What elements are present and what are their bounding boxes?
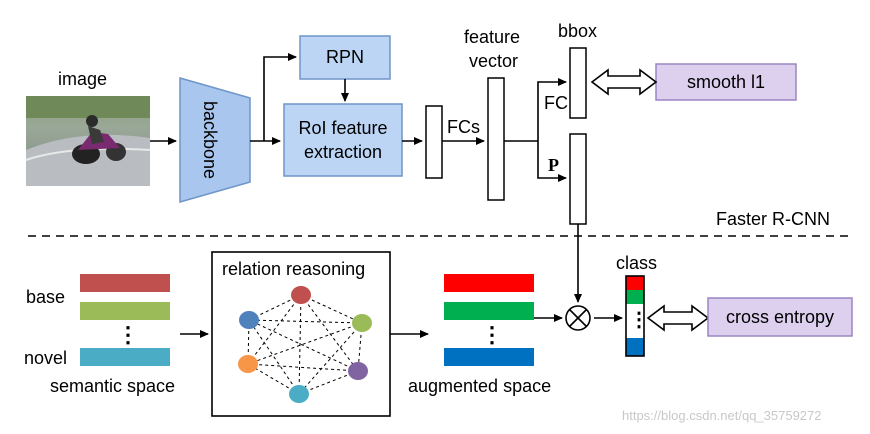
roi-extraction-box <box>283 103 403 177</box>
graph-node-4 <box>289 385 309 403</box>
fcs-label: FCs <box>447 117 480 137</box>
class-ellipsis: ⋮ <box>629 309 649 331</box>
bbox-bar <box>569 47 587 119</box>
graph-node-3 <box>348 362 368 380</box>
novel-label: novel <box>24 348 68 368</box>
augmented-ellipsis: ⋮ <box>481 322 503 347</box>
relation-reasoning-label: relation reasoning <box>222 259 366 279</box>
semantic-space-label: semantic space <box>50 376 176 396</box>
graph-node-1 <box>291 286 311 304</box>
roi-label-line2: extraction <box>303 142 383 162</box>
watermark: https://blog.csdn.net/qq_35759272 <box>622 408 822 423</box>
faster-rcnn-label: Faster R-CNN <box>716 209 831 229</box>
class-loss-double-arrow <box>646 304 710 332</box>
image-label: image <box>58 69 108 89</box>
input-image <box>25 96 151 186</box>
cross-entropy-box <box>707 297 853 337</box>
augmented-bar-3 <box>444 348 534 366</box>
bbox-label: bbox <box>558 21 598 41</box>
relation-reasoning-box <box>211 251 391 417</box>
p-label: P <box>548 155 559 175</box>
smooth-l1-label: smooth l1 <box>686 71 766 92</box>
base-label: base <box>26 287 66 307</box>
roi-label: RoI feature extraction <box>284 104 402 176</box>
roi-feature-bar <box>425 105 443 179</box>
roi-label-line1: RoI feature <box>298 117 388 138</box>
pipeline-arrows <box>150 53 582 303</box>
augmented-space-label: augmented space <box>408 376 552 396</box>
semantic-ellipsis: ⋮ <box>117 322 139 347</box>
augmented-bar-1 <box>444 274 534 292</box>
multiply-operator <box>565 305 591 331</box>
graph-node-6 <box>239 311 259 329</box>
class-vector <box>625 275 645 357</box>
backbone-block <box>179 77 251 203</box>
graph-node-2 <box>352 314 372 332</box>
smooth-l1-box <box>655 63 797 101</box>
class-label: class <box>616 253 658 273</box>
lower-arrows <box>180 314 623 338</box>
fc-label: FC <box>544 93 568 113</box>
vector-label: vector <box>469 51 519 71</box>
backbone-label: backbone <box>200 100 220 180</box>
p-bar <box>569 133 587 225</box>
semantic-bar-2 <box>80 302 170 320</box>
bbox-loss-double-arrow <box>590 68 658 96</box>
cross-entropy-label: cross entropy <box>725 306 835 327</box>
rpn-box <box>299 35 391 80</box>
feature-vector-bar <box>487 77 505 201</box>
semantic-bar-1 <box>80 274 170 292</box>
feature-label: feature <box>464 27 521 47</box>
augmented-bar-2 <box>444 302 534 320</box>
semantic-bar-novel <box>80 348 170 366</box>
graph-node-5 <box>238 355 258 373</box>
rpn-label: RPN <box>325 47 364 68</box>
